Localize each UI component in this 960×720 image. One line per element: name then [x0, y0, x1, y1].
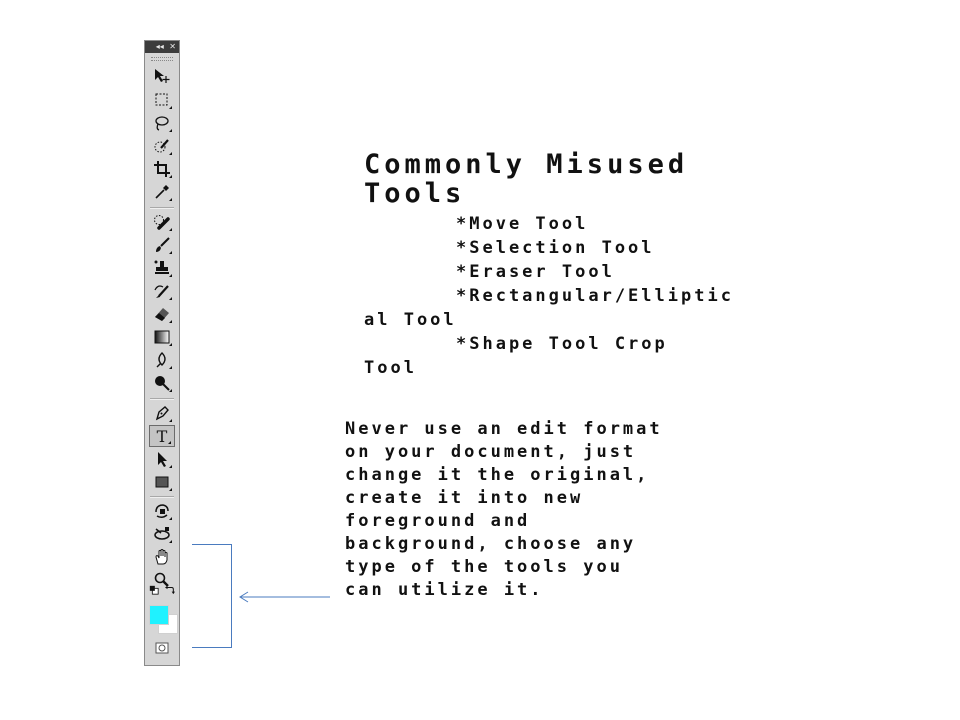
- rectangular-marquee-tool[interactable]: [149, 89, 175, 111]
- spot-healing-brush-tool[interactable]: [149, 211, 175, 233]
- close-panel-icon[interactable]: ✕: [169, 42, 176, 51]
- zoom-tool[interactable]: [149, 569, 175, 591]
- description-line: type of the tools you: [345, 557, 623, 577]
- blur-tool[interactable]: [149, 349, 175, 371]
- quick-mask-button[interactable]: [149, 637, 175, 659]
- list-item: *Rectangular/Elliptic: [456, 286, 734, 306]
- callout-arrow-icon: [239, 591, 330, 603]
- foreground-color-swatch[interactable]: [149, 605, 169, 625]
- tools-panel-header: ◂◂ ✕: [145, 41, 179, 53]
- pen-icon: [155, 406, 169, 421]
- move-icon: [155, 69, 170, 83]
- description-line: background, choose any: [345, 534, 637, 554]
- heading-line-2: Tools: [364, 178, 466, 209]
- eyedropper-icon: [155, 185, 169, 199]
- 3d-orbit-icon: [154, 527, 170, 540]
- heading-line-1: Commonly Misused: [364, 149, 689, 180]
- description-line: foreground and: [345, 511, 531, 531]
- arrow-icon: [158, 452, 167, 467]
- eyedropper-tool[interactable]: [149, 181, 175, 203]
- default-colors-button[interactable]: [147, 583, 161, 597]
- gradient-tool[interactable]: [149, 326, 175, 348]
- callout-bracket: [192, 544, 232, 648]
- brush-tool[interactable]: [149, 234, 175, 256]
- type-icon: T: [156, 426, 168, 446]
- rectangle-tool[interactable]: [149, 471, 175, 493]
- crop-icon: [154, 161, 170, 177]
- hand-tool[interactable]: [149, 546, 175, 568]
- gradient-icon: [154, 330, 170, 344]
- hand-icon: [155, 549, 168, 565]
- list-item: *Shape Tool Crop: [456, 334, 668, 354]
- color-swatches: [148, 601, 178, 635]
- rectangle-icon: [155, 476, 169, 488]
- description-line: on your document, just: [345, 442, 637, 462]
- slide-heading: Commonly Misused Tools: [364, 150, 688, 208]
- 3d-orbit-tool[interactable]: [149, 523, 175, 545]
- lasso-icon: [155, 116, 169, 131]
- 3d-rotate-tool[interactable]: [149, 500, 175, 522]
- clone-stamp-tool[interactable]: [149, 257, 175, 279]
- description-line: Never use an edit format: [345, 419, 663, 439]
- quick-mask-icon: [155, 642, 169, 654]
- dodge-tool[interactable]: [149, 372, 175, 394]
- blur-icon: [156, 352, 166, 368]
- description-line: create it into new: [345, 488, 584, 508]
- list-item: *Move Tool: [456, 214, 589, 234]
- history-brush-icon: [154, 285, 169, 298]
- pen-tool[interactable]: [149, 402, 175, 424]
- description-paragraph: Never use an edit format on your documen…: [345, 418, 663, 602]
- swap-colors-button[interactable]: [163, 583, 177, 597]
- crop-tool[interactable]: [149, 158, 175, 180]
- list-item: *Eraser Tool: [456, 262, 615, 282]
- zoom-icon: [154, 572, 169, 587]
- misused-tools-list: *Move Tool *Selection Tool *Eraser Tool …: [364, 212, 734, 380]
- stamp-icon: [154, 260, 169, 274]
- bandage-icon: [154, 215, 170, 230]
- collapse-panel-icon[interactable]: ◂◂: [155, 42, 164, 51]
- type-tool[interactable]: T: [149, 425, 175, 447]
- panel-grip[interactable]: [151, 57, 173, 61]
- description-line: can utilize it.: [345, 580, 544, 600]
- dodge-icon: [155, 376, 170, 391]
- 3d-rotate-icon: [155, 504, 169, 519]
- brush-icon: [156, 237, 170, 252]
- swap-arrow-icon: [165, 585, 175, 595]
- default-colors-icon: [149, 585, 159, 595]
- description-line: change it the original,: [345, 465, 650, 485]
- eraser-icon: [155, 308, 169, 321]
- quick-selection-icon: [154, 139, 169, 153]
- marquee-icon: [155, 93, 168, 106]
- eraser-tool[interactable]: [149, 303, 175, 325]
- path-selection-tool[interactable]: [149, 448, 175, 470]
- move-tool[interactable]: [149, 65, 175, 87]
- lasso-tool[interactable]: [149, 112, 175, 134]
- history-brush-tool[interactable]: [149, 280, 175, 302]
- list-item-continuation: Tool: [364, 358, 417, 378]
- tools-panel: ◂◂ ✕: [144, 40, 180, 666]
- quick-selection-tool[interactable]: [149, 135, 175, 157]
- list-item-continuation: al Tool: [364, 310, 457, 330]
- list-item: *Selection Tool: [456, 238, 655, 258]
